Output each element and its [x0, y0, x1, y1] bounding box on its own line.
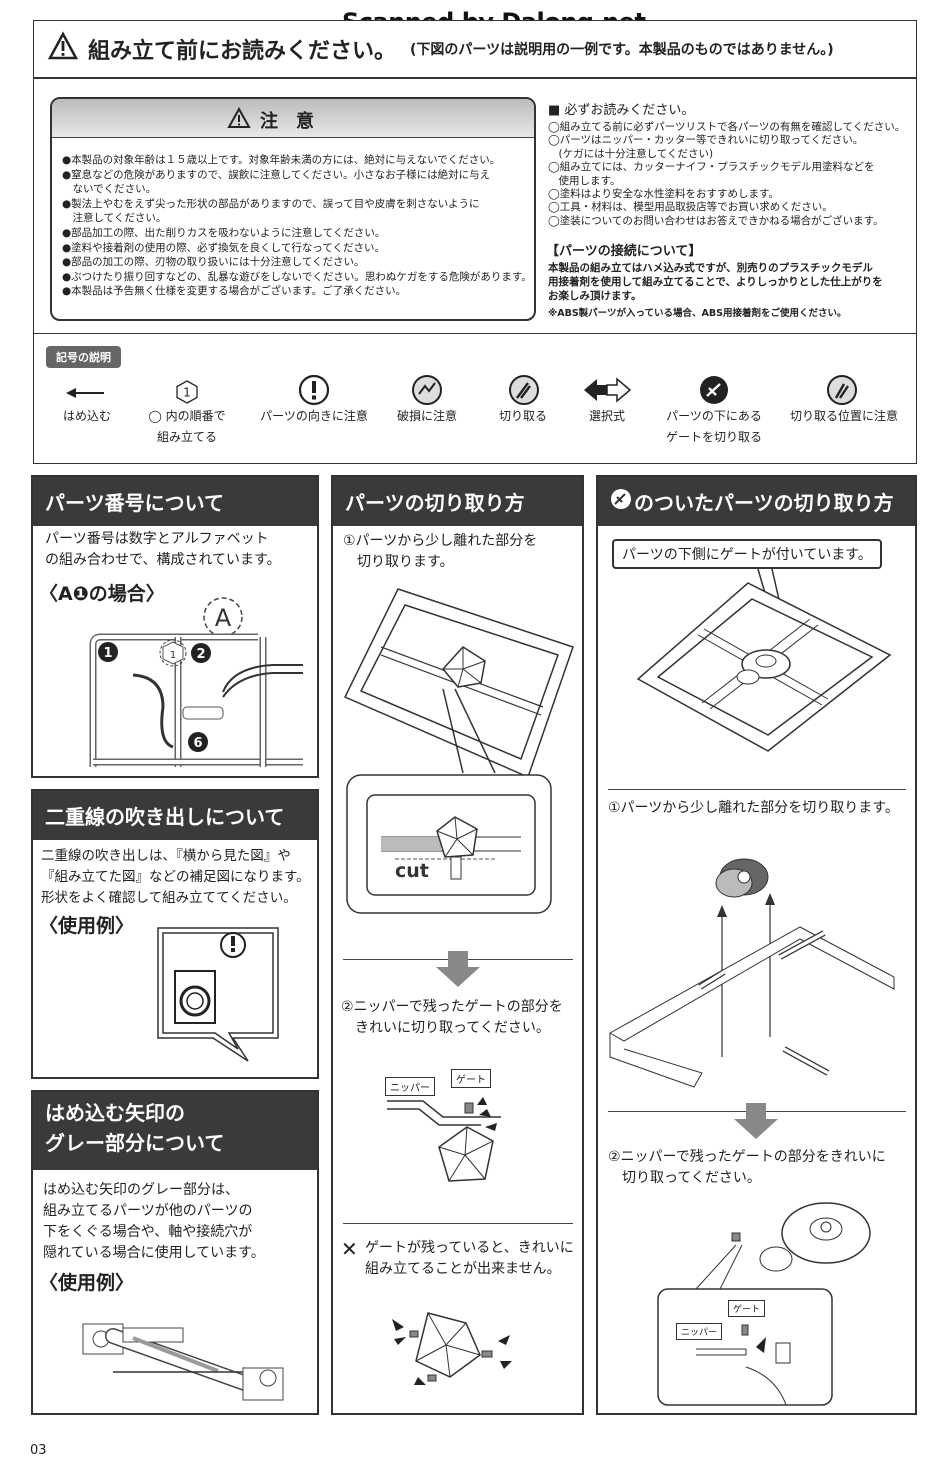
selection-arrows-icon: [584, 377, 632, 403]
part-numbers-text: パーツ番号は数字とアルファベット の組み合わせで、構成されています。: [45, 531, 281, 568]
cutting-step1: ①パーツから少し離れた部分を 切り取ります。: [343, 533, 538, 570]
part-numbers-example: 〈A❶の場合〉: [39, 583, 165, 605]
page-title: 組み立て前にお読みください。: [88, 39, 397, 64]
caution-item: ●ぶつけたり振り回すなどの、乱暴な遊びをしないでください。思わぬケガをする危険が…: [62, 270, 532, 283]
under-gate-box: のついたパーツの切り取り方 パーツの下側にゲートが付いています。 ①パーツから少…: [596, 475, 917, 1415]
double-balloon-title: 二重線の吹き出しについて: [33, 791, 317, 840]
under-gate-title: のついたパーツの切り取り方: [634, 491, 894, 515]
caution-item: ●塗料や接着剤の使用の際、必ず換気を良くして行なってください。: [62, 241, 386, 254]
header-box: 組み立て前にお読みください。 (下図のパーツは説明用の一例です。本製品のものでは…: [33, 20, 917, 78]
symbol-label-press-fit-arrow: はめ込む: [62, 409, 111, 423]
connection-text: 本製品の組み立てはハメ込み式ですが、別売りのプラスチックモデル 用接着剤を使用し…: [548, 262, 883, 302]
order-number-label: 1: [170, 650, 176, 661]
under-gate-step1: ①パーツから少し離れた部分を切り取ります。: [608, 800, 899, 816]
caution-panel: 注 意 ●本製品の対象年齢は１５歳以上です。対象年齢未満の方には、絶対に与えない…: [33, 78, 917, 334]
under-gate-callout: パーツの下側にゲートが付いています。: [612, 539, 882, 569]
caution-box: 注 意 ●本製品の対象年齢は１５歳以上です。対象年齢未満の方には、絶対に与えない…: [50, 97, 536, 321]
cutting-step2: ②ニッパーで残ったゲートの部分を きれいに切り取ってください。: [341, 999, 563, 1036]
must-read-item: ◯塗料はより安全な水性塗料をおすすめします。: [548, 188, 779, 201]
symbol-label-breakage-warning: 破損に注意: [396, 409, 457, 423]
divider-line: [608, 789, 906, 790]
warning-cross-icon: ✕: [341, 1237, 358, 1261]
gray-arrow-example: 〈使用例〉: [39, 1272, 135, 1294]
caution-item: ●本製品は予告無く仕様を変更する場合がございます。ご了承ください。: [62, 285, 407, 298]
press-fit-arrow-icon: [66, 388, 104, 398]
symbol-label-cut-position-warning: 切り取る位置に注意: [789, 409, 898, 423]
runner-diagram: A 1 1 2 6: [89, 597, 303, 767]
symbols-badge: 記号の説明: [46, 346, 121, 368]
symbol-label-order-number-hexagon: ◯ 内の順番で 組み立てる: [148, 409, 226, 444]
must-read-title: ■ 必ずお読みください。: [548, 103, 695, 118]
part-number-label: 2: [196, 647, 205, 662]
must-read-item: ◯工具・材料は、模型用品取扱店等でお買い求めください。: [548, 201, 833, 214]
nipper-label: ニッパー: [676, 1323, 723, 1340]
svg-text:1: 1: [183, 386, 191, 400]
symbol-label-nipper-cut: 切り取る: [498, 409, 547, 423]
order-number-hexagon-icon: 1: [176, 380, 198, 404]
warning-triangle-icon: [47, 31, 79, 60]
under-gate-cut-icon: [611, 489, 631, 509]
must-read-list: ◯組み立てる前に必ずパーツリストで各パーツの有無を確認してください。◯パーツはニ…: [548, 121, 916, 228]
caution-item: ●製法上やむをえず尖った形状の部品がありますので、誤って目や皮膚を刺さないように…: [62, 197, 480, 225]
symbol-label-under-gate-cut: パーツの下にある ゲートを切り取る: [665, 409, 762, 444]
double-balloon-text: 二重線の吹き出しは、『横から見た図』や 『組み立てた図』などの補足図になります。…: [41, 848, 310, 906]
under-gate-step2: ②ニッパーで残ったゲートの部分をきれいに 切り取ってください。: [608, 1149, 886, 1186]
gray-arrow-diagram: [82, 1323, 284, 1401]
caution-header: 注 意: [52, 99, 534, 138]
cutting-title: パーツの切り取り方: [333, 477, 582, 526]
under-gate-frame-diagram: [636, 568, 892, 752]
nipper-label: ニッパー: [385, 1077, 435, 1096]
must-read-item: ◯組み立てには、カッターナイフ・プラスチックモデル用塗料などを 使用します。: [548, 161, 875, 187]
divider-line: [343, 1223, 573, 1224]
caution-item: ●本製品の対象年齢は１５歳以上です。対象年齢未満の方には、絶対に与えないでくださ…: [62, 154, 501, 166]
under-gate-header: のついたパーツの切り取り方: [598, 477, 915, 526]
down-arrow-icon: [436, 951, 480, 987]
cutting-warning: ゲートが残っていると、きれいに 組み立てることが出来ません。: [365, 1240, 574, 1277]
caution-item: ●部品加工の際、出た削りカスを吸わないように注意してください。: [62, 226, 386, 239]
nipper-cut-icon: [509, 375, 539, 405]
symbol-label-orientation-warning: パーツの向きに注意: [260, 409, 368, 423]
caution-item: ●窒息などの危険がありますので、誤飲に注意してください。小さなお子様には絶対に与…: [62, 168, 491, 196]
leftover-gate-diagram: [392, 1312, 512, 1385]
symbols-panel: 記号の説明 1 はめ込む ◯ 内の順番で 組み立てる パーツの向きに注意 破損に注意 切…: [33, 333, 917, 464]
must-read-item: ◯塗装についてのお問い合わせはお答えできかねる場合がございます。: [548, 214, 884, 227]
part-number-label: 1: [103, 646, 112, 661]
cutting-box: パーツの切り取り方 ①パーツから少し離れた部分を 切り取ります。 cut ②ニッ…: [331, 475, 584, 1415]
runner-letter-label: A: [215, 604, 232, 632]
lift-parts-diagram: [608, 858, 895, 1088]
part-number-label: 6: [193, 736, 202, 751]
gate-detail-diagram: [657, 1202, 871, 1406]
gray-arrow-box: はめ込む矢印の グレー部分について はめ込む矢印のグレー部分は、 組み立てるパー…: [31, 1090, 319, 1415]
caution-title: 注 意: [260, 111, 314, 132]
must-read-item: ◯パーツはニッパー・カッター等できれいに切り取ってください。 (ケガには十分注意…: [548, 134, 864, 160]
part-numbers-box: パーツ番号について パーツ番号は数字とアルファベット の組み合わせで、構成されて…: [31, 475, 319, 778]
gate-label: ゲート: [728, 1300, 766, 1317]
gate-label: ゲート: [451, 1069, 491, 1088]
double-balloon-diagram: [157, 927, 279, 1062]
cut-callout-diagram: [346, 688, 552, 914]
gray-arrow-title: はめ込む矢印の グレー部分について: [33, 1092, 317, 1170]
symbol-label-selection-arrows: 選択式: [588, 409, 625, 423]
connection-title: 【パーツの接続について】: [546, 244, 702, 259]
double-balloon-box: 二重線の吹き出しについて 二重線の吹き出しは、『横から見た図』や 『組み立てた図…: [31, 789, 319, 1079]
warning-triangle-icon: [227, 106, 251, 128]
nipper-gate-diagram: [387, 1097, 501, 1182]
cut-label: cut: [395, 860, 429, 882]
gray-arrow-text: はめ込む矢印のグレー部分は、 組み立てるパーツが他のパーツの 下をくぐる場合や、…: [43, 1182, 265, 1261]
runner-frame-diagram: [343, 588, 574, 779]
orientation-warning-icon: [298, 374, 330, 406]
page-subtitle: (下図のパーツは説明用の一例です。本製品のものではありません。): [410, 42, 834, 58]
down-arrow-icon: [734, 1103, 778, 1139]
breakage-warning-icon: [412, 375, 442, 405]
under-gate-cut-icon: [700, 376, 728, 404]
caution-item: ●部品の加工の際、刃物の取り扱いには十分注意してください。: [62, 256, 365, 269]
page-number: 03: [30, 1443, 47, 1458]
cut-position-warning-icon: [827, 375, 857, 405]
double-balloon-example: 〈使用例〉: [39, 915, 135, 937]
connection-note: ※ABS製パーツが入っている場合、ABS用接着剤をご使用ください。: [548, 308, 847, 319]
part-numbers-title: パーツ番号について: [33, 477, 317, 526]
caution-list: ●本製品の対象年齢は１５歳以上です。対象年齢未満の方には、絶対に与えないでくださ…: [62, 153, 532, 299]
must-read-item: ◯組み立てる前に必ずパーツリストで各パーツの有無を確認してください。: [548, 121, 906, 133]
